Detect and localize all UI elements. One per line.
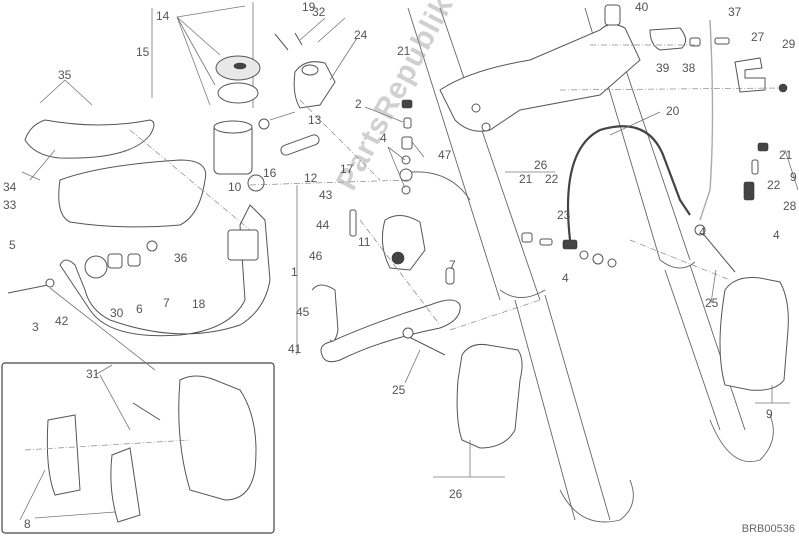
front-fork-left — [407, 7, 634, 523]
callout-6[interactable]: 6 — [136, 302, 143, 316]
callout-16[interactable]: 16 — [263, 166, 277, 180]
callout-4-left-fork[interactable]: 4 — [562, 271, 569, 285]
callout-9-caliper[interactable]: 9 — [766, 407, 773, 421]
master-cylinder — [274, 32, 336, 109]
alignment-lines — [24, 44, 781, 451]
callout-24[interactable]: 24 — [354, 28, 368, 42]
callout-36[interactable]: 36 — [174, 251, 188, 265]
callout-5[interactable]: 5 — [9, 238, 16, 252]
callout-8[interactable]: 8 — [24, 517, 31, 531]
callout-2[interactable]: 2 — [355, 97, 362, 111]
callout-33[interactable]: 33 — [3, 198, 17, 212]
callout-45[interactable]: 45 — [296, 305, 310, 319]
callout-4-right[interactable]: 4 — [773, 228, 780, 242]
callout-20[interactable]: 20 — [666, 104, 680, 118]
callout-41[interactable]: 41 — [288, 342, 302, 356]
callout-22-right[interactable]: 22 — [767, 178, 781, 192]
right-fittings — [521, 142, 769, 268]
callout-46[interactable]: 46 — [309, 249, 323, 263]
leader-lines — [19, 5, 799, 521]
callout-9-fitting[interactable]: 9 — [790, 170, 797, 184]
callout-7-guard[interactable]: 7 — [163, 296, 170, 310]
callout-21-right[interactable]: 21 — [779, 148, 793, 162]
callout-26-caliper[interactable]: 26 — [449, 487, 463, 501]
callout-25-right[interactable]: 25 — [705, 296, 719, 310]
callout-7-lever[interactable]: 7 — [449, 258, 456, 272]
callout-30[interactable]: 30 — [110, 306, 124, 320]
triple-clamp — [439, 24, 641, 132]
callout-35[interactable]: 35 — [58, 68, 72, 82]
callout-42[interactable]: 42 — [55, 314, 69, 328]
callout-1[interactable]: 1 — [291, 265, 298, 279]
callout-18[interactable]: 18 — [192, 297, 206, 311]
callout-21-fork[interactable]: 21 — [519, 172, 533, 186]
callout-26-fittings[interactable]: 26 — [534, 158, 548, 172]
callout-32[interactable]: 32 — [312, 5, 326, 19]
brake-hose — [566, 19, 714, 241]
brake-caliper-left — [402, 327, 523, 449]
callout-14[interactable]: 14 — [156, 9, 170, 23]
handguard-fairing — [24, 119, 207, 228]
brake-caliper-right — [694, 224, 789, 391]
callout-11[interactable]: 11 — [358, 235, 371, 249]
callout-27[interactable]: 27 — [751, 30, 765, 44]
callout-17[interactable]: 17 — [340, 162, 354, 176]
sensor-brackets — [604, 4, 788, 93]
callout-44[interactable]: 44 — [316, 218, 330, 232]
callout-39[interactable]: 39 — [656, 61, 670, 75]
reservoir-assembly — [213, 2, 320, 192]
callout-37[interactable]: 37 — [728, 5, 742, 19]
callout-13[interactable]: 13 — [308, 113, 322, 127]
callout-38[interactable]: 38 — [682, 61, 696, 75]
callout-28[interactable]: 28 — [783, 199, 797, 213]
callout-22-fork[interactable]: 22 — [545, 172, 559, 186]
callout-15[interactable]: 15 — [136, 45, 150, 59]
callout-25-left[interactable]: 25 — [392, 383, 406, 397]
callout-10[interactable]: 10 — [228, 180, 242, 194]
callout-47[interactable]: 47 — [438, 148, 452, 162]
callout-23[interactable]: 23 — [557, 208, 571, 222]
callout-29[interactable]: 29 — [782, 37, 796, 51]
callout-3[interactable]: 3 — [32, 320, 39, 334]
brake-pad-inset — [1, 362, 275, 534]
handguard-bracket — [7, 204, 271, 337]
callout-12[interactable]: 12 — [304, 171, 318, 185]
callout-34[interactable]: 34 — [3, 180, 17, 194]
callout-40[interactable]: 40 — [635, 0, 649, 14]
drawing-code: BRB00536 — [741, 523, 795, 535]
brake-lever-assembly — [311, 209, 461, 363]
callout-19[interactable]: 19 — [302, 0, 316, 14]
callout-43[interactable]: 43 — [319, 188, 333, 202]
callout-4-hose[interactable]: 4 — [699, 225, 706, 239]
callout-21-master[interactable]: 21 — [397, 44, 411, 58]
callout-31[interactable]: 31 — [86, 367, 100, 381]
brake-line-fittings — [399, 99, 471, 201]
callout-4-master[interactable]: 4 — [380, 131, 387, 145]
